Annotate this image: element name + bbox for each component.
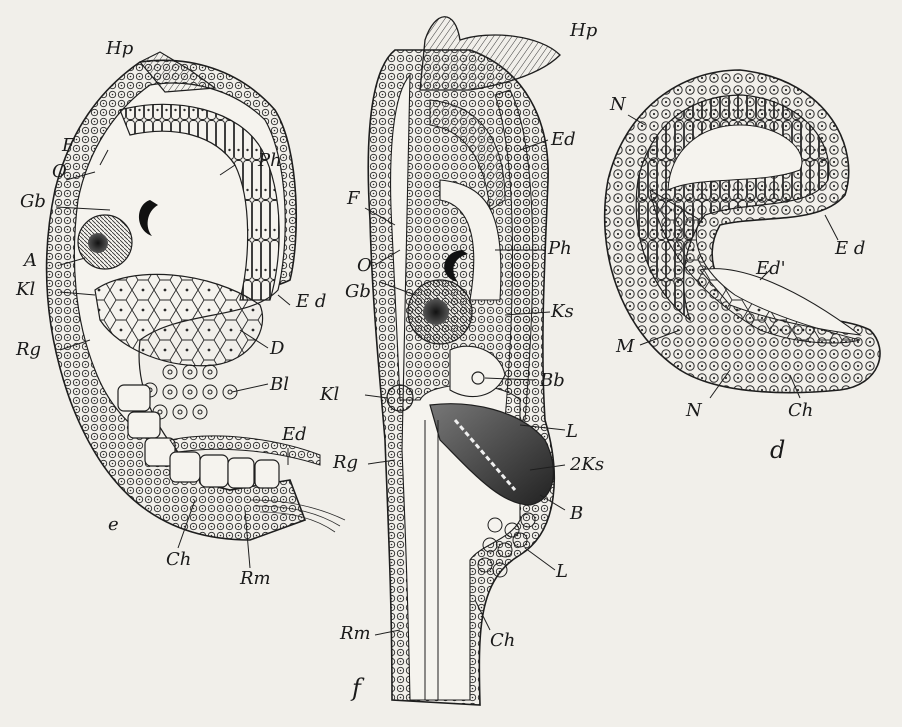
label-ch: Ch (166, 551, 191, 569)
label-gb-f: Gb (345, 283, 371, 301)
caption-d: d (770, 438, 785, 462)
label-ch-f: Ch (490, 632, 515, 650)
label-o: O (52, 163, 67, 181)
label-ed-lower: Ed (282, 426, 307, 444)
label-o-f: O (357, 257, 372, 275)
label-kl: Kl (16, 281, 35, 299)
label-f-f: F (347, 190, 360, 208)
label-l-upper-f: L (566, 423, 578, 441)
label-ed-d: E d (835, 240, 865, 258)
label-a: A (24, 252, 37, 270)
label-n-bottom-d: N (686, 402, 702, 420)
label-rm: Rm (240, 570, 271, 588)
label-bl: Bl (270, 376, 289, 394)
label-hp: Hp (106, 40, 133, 58)
label-l-lower-f: L (556, 563, 568, 581)
caption-f: f (352, 676, 361, 700)
label-f: F (62, 137, 75, 155)
label-bb-f: Bb (540, 372, 565, 390)
label-m-d: M (616, 338, 634, 356)
label-hp-f: Hp (570, 22, 597, 40)
label-d: D (270, 340, 284, 358)
label-ed-f: Ed (551, 131, 576, 149)
label-ph: Ph (258, 152, 282, 170)
panel-d-section (605, 70, 880, 398)
label-ks-f: Ks (551, 303, 574, 321)
label-rg-f: Rg (333, 454, 358, 472)
label-rg: Rg (16, 341, 41, 359)
panel-f-section (365, 17, 565, 705)
label-kl-f: Kl (320, 386, 339, 404)
label-ed-prime-d: Ed' (756, 260, 786, 278)
label-2ks-f: 2Ks (570, 456, 604, 474)
label-b-f: B (570, 505, 583, 523)
label-rm-f: Rm (340, 625, 371, 643)
label-ch-d: Ch (788, 402, 813, 420)
label-ed: E d (296, 293, 326, 311)
caption-e: e (108, 516, 119, 534)
label-n-top-d: N (610, 96, 626, 114)
label-gb: Gb (20, 193, 46, 211)
label-ph-f: Ph (548, 240, 572, 258)
